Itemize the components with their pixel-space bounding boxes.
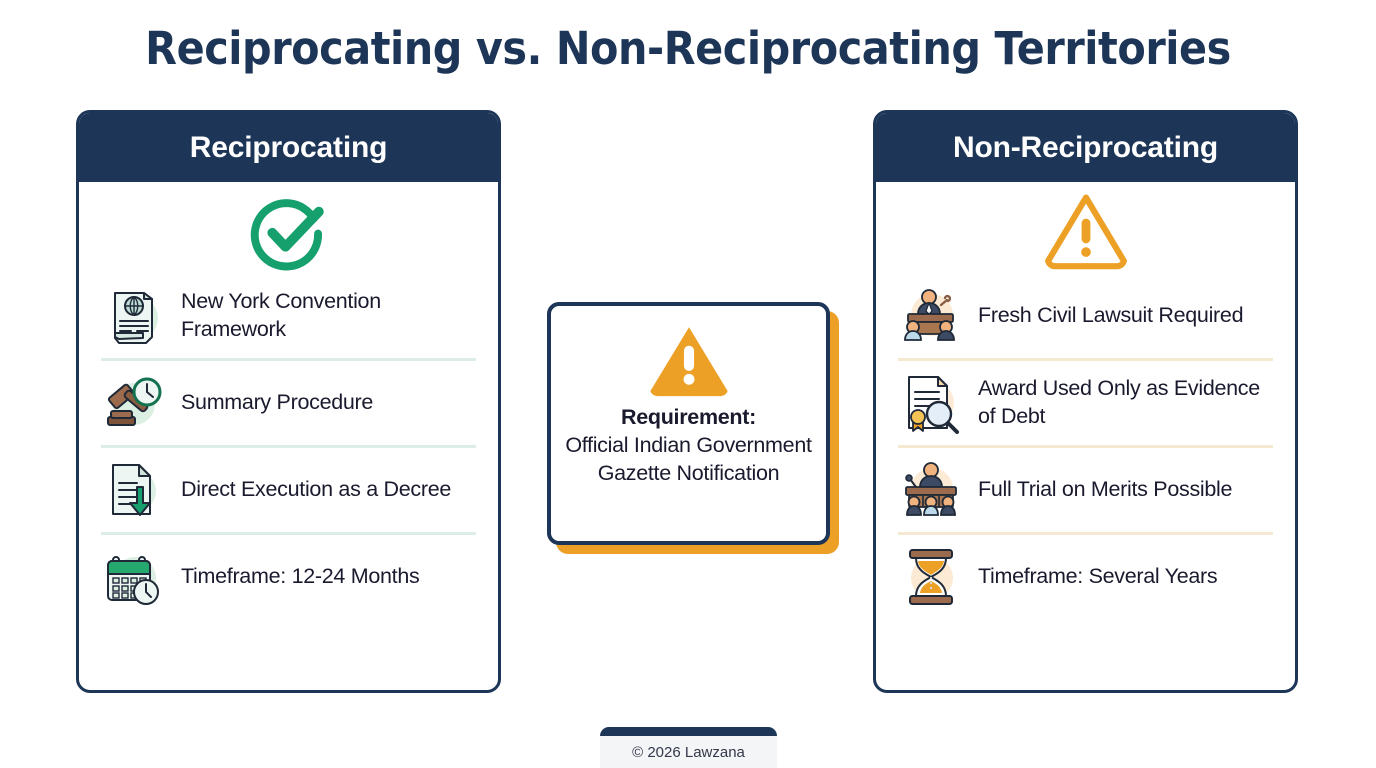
requirement-label: Requirement: — [621, 405, 756, 429]
list-item: Timeframe: Several Years — [898, 532, 1273, 619]
reciprocating-card-header: Reciprocating — [79, 113, 498, 182]
list-item: Fresh Civil Lawsuit Required — [898, 274, 1273, 358]
requirement-body: Official Indian Government Gazette Notif… — [565, 432, 812, 485]
judge-bench-icon — [898, 283, 964, 349]
check-circle-icon — [250, 199, 324, 271]
list-item: Full Trial on Merits Possible — [898, 445, 1273, 532]
hourglass-icon — [898, 544, 964, 610]
list-item-label: Timeframe: 12-24 Months — [181, 564, 420, 589]
list-item: Direct Execution as a Decree — [101, 445, 476, 532]
requirement-text-block: Requirement: Official Indian Government … — [551, 404, 826, 488]
list-item-label: New York Convention Framework — [181, 289, 381, 341]
list-item-label: Award Used Only as Evidence of Debt — [978, 376, 1260, 428]
non-reciprocating-item-list: Fresh Civil Lawsuit Required Awar — [876, 274, 1295, 619]
courtroom-trial-icon — [898, 457, 964, 523]
list-item-label: Summary Procedure — [181, 390, 374, 415]
requirement-callout: Requirement: Official Indian Government … — [547, 302, 839, 554]
certificate-magnifier-icon — [898, 370, 964, 436]
gavel-clock-icon — [101, 370, 167, 436]
check-circle-badge — [79, 182, 498, 274]
page-title: Reciprocating vs. Non-Reciprocating Terr… — [145, 22, 1231, 75]
footer-text: © 2026 Lawzana — [632, 743, 745, 761]
scroll-globe-icon — [101, 283, 167, 349]
non-reciprocating-card: Non-Reciprocating — [873, 110, 1298, 693]
list-item: Award Used Only as Evidence of Debt — [898, 358, 1273, 445]
warning-triangle-badge — [876, 182, 1295, 274]
footer-credit: © 2026 Lawzana — [600, 727, 777, 768]
list-item: New York Convention Framework — [101, 274, 476, 358]
list-item-label: Fresh Civil Lawsuit Required — [978, 303, 1244, 328]
calendar-clock-icon — [101, 544, 167, 610]
non-reciprocating-card-header: Non-Reciprocating — [876, 113, 1295, 182]
list-item: Summary Procedure — [101, 358, 476, 445]
warning-triangle-outline-icon — [1044, 194, 1127, 270]
list-item-label: Direct Execution as a Decree — [181, 477, 452, 502]
reciprocating-item-list: New York Convention Framework — [79, 274, 498, 619]
list-item-label: Timeframe: Several Years — [978, 564, 1218, 589]
comparison-board: Reciprocating — [0, 110, 1376, 695]
document-download-icon — [101, 457, 167, 523]
list-item-label: Full Trial on Merits Possible — [978, 477, 1233, 502]
warning-triangle-filled-icon — [649, 327, 728, 397]
list-item: Timeframe: 12-24 Months — [101, 532, 476, 619]
reciprocating-card: Reciprocating — [76, 110, 501, 693]
callout-card: Requirement: Official Indian Government … — [547, 302, 830, 545]
